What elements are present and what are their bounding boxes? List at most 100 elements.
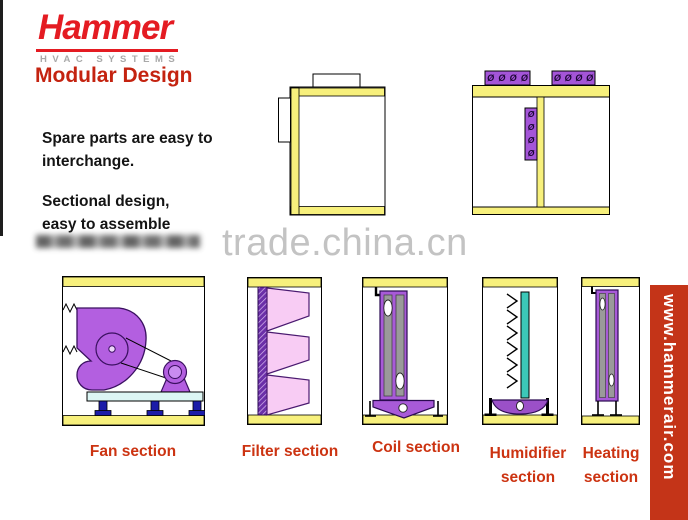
drive-belt xyxy=(125,337,176,364)
top-panel xyxy=(581,277,640,287)
fastener-symbol-icon: Ø xyxy=(564,72,572,83)
fan-section-diagram xyxy=(62,276,206,426)
fan-section-svg xyxy=(62,276,206,426)
coil-section-svg xyxy=(362,277,448,425)
bottom-panel xyxy=(472,206,610,215)
drain-outlet xyxy=(516,401,524,411)
top-panel xyxy=(472,85,610,98)
drain-outlet xyxy=(398,403,408,413)
fastener-symbol-icon: Ø xyxy=(509,72,517,83)
top-panel xyxy=(247,277,322,288)
fan-shaft xyxy=(108,345,116,353)
label-line: Heating xyxy=(582,445,640,462)
coil-tube xyxy=(383,294,393,397)
pan-supports xyxy=(365,401,443,417)
fastener-symbol-icon: Ø xyxy=(498,72,506,83)
top-duct-stub xyxy=(312,73,361,88)
pipe-stub xyxy=(591,286,596,294)
humidifier-section-diagram xyxy=(482,277,558,425)
casing-side-view-svg xyxy=(278,73,386,216)
fastener-symbols-vertical: Ø Ø Ø Ø xyxy=(525,108,537,160)
label-coil-section: Coil section xyxy=(372,439,460,456)
fastener-symbol-icon: Ø xyxy=(527,148,535,159)
bottom-panel xyxy=(581,415,640,425)
watermark-text: trade.china.cn xyxy=(222,222,468,264)
filter-frame xyxy=(257,286,268,416)
pipe-stub xyxy=(374,287,381,297)
website-banner: www.hammerair.com xyxy=(650,285,688,520)
casing-body xyxy=(289,86,386,216)
fastener-strip-vertical xyxy=(524,107,538,161)
humidifier-section-svg xyxy=(482,277,558,425)
fastener-symbol-icon: Ø xyxy=(553,72,561,83)
coil-connection xyxy=(395,372,405,390)
label-humidifier-section: Humidifier section xyxy=(479,442,577,490)
bottom-panel xyxy=(290,206,385,215)
fastener-strip-left xyxy=(484,70,531,86)
vibration-isolators xyxy=(94,400,206,416)
heating-section-svg xyxy=(581,277,640,425)
spray-arrows xyxy=(506,293,519,389)
left-panel xyxy=(290,87,300,215)
fastener-strip-right xyxy=(551,70,596,86)
coil-tube xyxy=(395,294,405,397)
label-heating-section: Heating section xyxy=(577,442,645,490)
fastener-symbol-icon: Ø xyxy=(520,72,528,83)
heater-element xyxy=(599,293,606,398)
bullet-line: interchange. xyxy=(42,153,135,170)
heater-element xyxy=(608,293,615,398)
label-fan-section: Fan section xyxy=(89,443,177,460)
bullet-line: Spare parts are easy to xyxy=(42,130,213,147)
blurred-text-artifact xyxy=(36,235,200,248)
filter-section-diagram xyxy=(247,277,322,425)
flexible-connector xyxy=(62,344,78,356)
side-duct-stub xyxy=(278,97,291,143)
bullet-sectional-design: Sectional design, easy to assemble xyxy=(42,190,170,236)
fastener-symbol-icon: Ø xyxy=(527,135,535,146)
section-divider xyxy=(536,96,545,208)
bullet-spare-parts: Spare parts are easy to interchange. xyxy=(42,127,213,173)
top-panel xyxy=(62,276,205,287)
stand xyxy=(592,401,622,416)
bottom-panel xyxy=(482,414,558,425)
fastener-symbol-icon: Ø xyxy=(575,72,583,83)
flexible-connector xyxy=(62,302,78,314)
bag-filters xyxy=(266,287,310,416)
label-line: Humidifier xyxy=(489,445,567,462)
coil-section-diagram xyxy=(362,277,448,425)
fastener-symbol-icon: Ø xyxy=(487,72,495,83)
fastener-symbol-icon: Ø xyxy=(527,122,535,133)
fastener-symbols-right: Ø Ø Ø Ø xyxy=(552,71,595,85)
bottom-panel xyxy=(62,415,205,426)
filter-section-svg xyxy=(247,277,322,425)
top-panel xyxy=(482,277,558,288)
fastener-symbol-icon: Ø xyxy=(586,72,594,83)
logo: Hammer HVAC SYSTEMS xyxy=(36,8,180,65)
base-frame xyxy=(86,391,204,402)
casing-fastener-diagram: Ø Ø Ø Ø Ø Ø Ø Ø Ø Ø Ø Ø xyxy=(472,70,610,215)
label-line: section xyxy=(583,469,639,486)
bullet-line: Sectional design, xyxy=(42,193,170,210)
casing-side-view-diagram xyxy=(278,72,390,218)
heater-connection xyxy=(599,297,606,311)
heating-section-diagram xyxy=(581,277,640,425)
page-title: Modular Design xyxy=(35,64,193,87)
top-panel xyxy=(362,277,448,288)
logo-brand-text: Hammer xyxy=(36,8,179,52)
fastener-symbol-icon: Ø xyxy=(527,109,535,120)
logo-tagline: HVAC SYSTEMS xyxy=(40,54,181,65)
heater-connection xyxy=(608,373,615,387)
coil-connection xyxy=(383,299,393,317)
fastener-symbols-left: Ø Ø Ø Ø xyxy=(485,71,530,85)
top-panel xyxy=(290,87,385,97)
website-url: www.hammerair.com xyxy=(660,294,679,481)
label-line: section xyxy=(500,469,556,486)
bottom-panel xyxy=(247,414,322,425)
drive-belt xyxy=(120,362,170,380)
humidifier-media xyxy=(520,291,530,399)
label-filter-section: Filter section xyxy=(241,443,339,460)
scan-edge-artifact xyxy=(0,0,3,236)
bullet-line: easy to assemble xyxy=(42,216,171,233)
casing-fastener-svg xyxy=(472,70,610,215)
